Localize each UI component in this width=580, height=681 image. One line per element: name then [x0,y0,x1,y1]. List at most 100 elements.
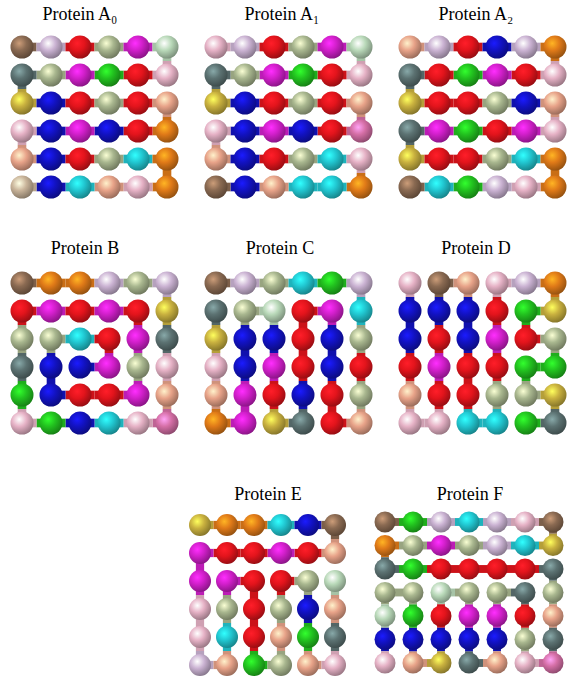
residue-bead [486,148,509,171]
residue-bead [11,272,34,295]
residue-bead [375,629,396,650]
residue-bead [205,64,228,87]
residue-bead [487,535,508,556]
residue-bead [457,356,480,379]
residue-bead [350,64,373,87]
residue-bead [321,328,344,351]
residue-bead [205,36,228,59]
residue-bead [243,654,265,676]
residue-bead [98,120,121,143]
residue-bead [69,120,92,143]
residue-bead [40,176,63,199]
residue-bead [459,559,480,580]
residue-bead [544,92,567,115]
residue-bead [515,328,538,351]
residue-bead [156,412,179,435]
residue-bead [98,412,121,435]
residue-bead [40,300,63,323]
residue-bead [127,272,150,295]
residue-bead [457,412,480,435]
residue-bead [11,328,34,351]
residue-bead [234,64,257,87]
residue-bead [428,36,451,59]
residue-bead [40,36,63,59]
residue-bead [486,300,509,323]
residue-bead [263,356,286,379]
residue-bead [40,356,63,379]
residue-bead [40,120,63,143]
residue-bead [428,120,451,143]
residue-bead [156,356,179,379]
residue-bead [40,64,63,87]
residue-bead [216,514,238,536]
residue-bead [544,300,567,323]
residue-bead [487,512,508,533]
residue-bead [292,176,315,199]
residue-bead [69,36,92,59]
residue-bead [431,582,452,603]
residue-bead [98,272,121,295]
residue-bead [69,148,92,171]
residue-bead [403,606,424,627]
protein-lattice [11,272,179,435]
residue-bead [127,356,150,379]
protein-lattice [11,36,179,199]
residue-bead [350,328,373,351]
residue-bead [292,412,315,435]
residue-bead [205,356,228,379]
residue-bead [263,300,286,323]
residue-bead [40,148,63,171]
residue-bead [243,598,265,620]
residue-bead [399,64,422,87]
residue-bead [457,120,480,143]
residue-bead [544,64,567,87]
residue-bead [292,384,315,407]
residue-bead [297,598,319,620]
residue-bead [270,598,292,620]
residue-bead [40,328,63,351]
panel-label: Protein A₂ [439,4,514,24]
residue-bead [403,653,424,674]
residue-bead [156,92,179,115]
residue-bead [127,300,150,323]
residue-bead [321,356,344,379]
residue-bead [321,92,344,115]
residue-bead [127,176,150,199]
panel-label: Protein C [246,238,315,258]
residue-bead [428,356,451,379]
residue-bead [156,272,179,295]
residue-bead [69,92,92,115]
residue-bead [403,559,424,580]
residue-bead [297,570,319,592]
residue-bead [486,384,509,407]
residue-bead [457,148,480,171]
residue-bead [69,300,92,323]
residue-bead [457,176,480,199]
residue-bead [515,300,538,323]
residue-bead [292,120,315,143]
residue-bead [270,626,292,648]
residue-bead [189,626,211,648]
residue-bead [428,300,451,323]
residue-bead [457,92,480,115]
residue-bead [375,582,396,603]
residue-bead [350,300,373,323]
residue-bead [515,148,538,171]
residue-bead [515,176,538,199]
residue-bead [487,629,508,650]
residue-bead [324,570,346,592]
residue-bead [431,535,452,556]
residue-bead [205,120,228,143]
residue-bead [205,272,228,295]
residue-bead [156,148,179,171]
residue-bead [375,653,396,674]
residue-bead [515,92,538,115]
residue-bead [69,412,92,435]
residue-bead [321,384,344,407]
residue-bead [544,412,567,435]
residue-bead [297,542,319,564]
residue-bead [234,300,257,323]
residue-bead [486,64,509,87]
residue-bead [350,92,373,115]
residue-bead [11,176,34,199]
